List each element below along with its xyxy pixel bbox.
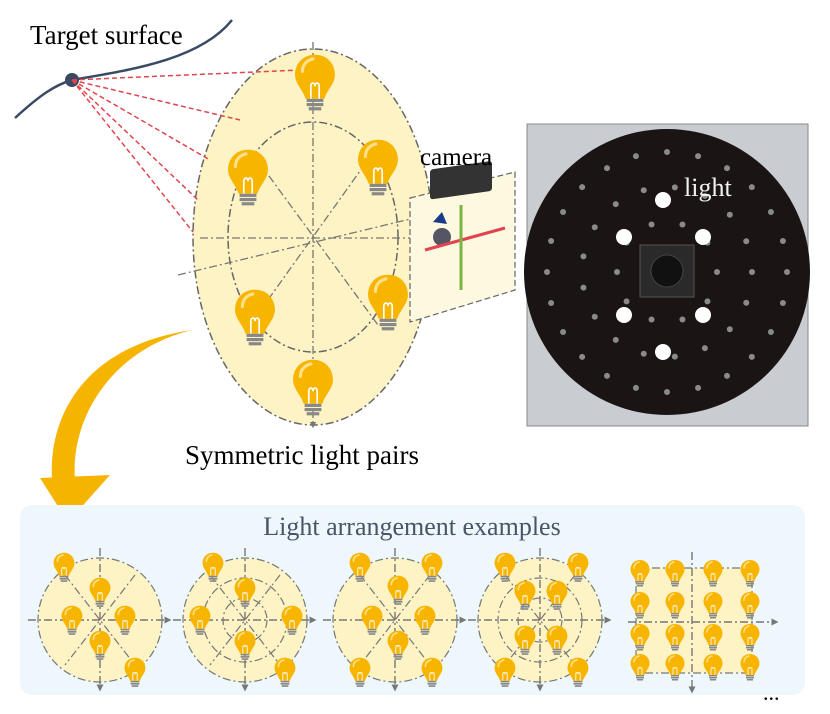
ray-line (71, 79, 211, 161)
ray-line (71, 69, 301, 81)
led-dot (704, 298, 711, 305)
light-rays (71, 69, 301, 233)
led-dot (648, 221, 655, 228)
arrangement-example-3 (323, 548, 467, 692)
led-dot (614, 269, 620, 275)
led-dot (580, 253, 587, 260)
led-dot (743, 238, 750, 245)
led-dot (604, 165, 610, 172)
led-dot (548, 300, 555, 307)
led-dot (701, 192, 708, 199)
led-dot (726, 326, 733, 333)
transition-arrow (40, 330, 193, 522)
led-dot (726, 211, 733, 218)
led-dot (695, 153, 702, 160)
inner-ring (227, 121, 399, 353)
led-dot (664, 389, 670, 395)
led-dot (784, 269, 790, 275)
led-dot (591, 313, 598, 320)
arrangement-example-4 (468, 548, 612, 692)
target-surface-curve (14, 19, 233, 119)
more-ellipsis: ... (763, 680, 780, 705)
led-dot (579, 184, 586, 191)
led-dot (695, 384, 702, 391)
led-dot (623, 298, 630, 305)
camera-label: camera (420, 144, 492, 171)
symmetric-pairs-label: Symmetric light pairs (185, 440, 419, 470)
led-dot (767, 329, 774, 335)
arrangement-example-2 (173, 548, 317, 692)
led-dot (580, 284, 587, 291)
led-dot (679, 221, 686, 228)
led-dot (743, 299, 750, 306)
led-dot (671, 184, 678, 191)
arrangement-example-1 (28, 548, 172, 692)
led-dot (767, 209, 774, 215)
led-dot (701, 345, 708, 352)
ray-line (71, 79, 199, 201)
led-dot (679, 316, 686, 323)
led-dot (632, 384, 639, 391)
light-rig-photo (524, 123, 810, 427)
led-dot (612, 201, 619, 208)
arrangement-example-5 (628, 552, 779, 694)
led-dot (640, 350, 647, 357)
led-dot (664, 149, 670, 155)
led-dot (632, 153, 639, 160)
light-label: light (684, 173, 732, 202)
led-dot (724, 165, 730, 172)
led-dot (748, 184, 755, 191)
led-dot (640, 187, 647, 194)
led-dot (714, 269, 720, 275)
target-surface-label: Target surface (30, 20, 183, 50)
ray-line (71, 79, 241, 121)
examples-title: Light arrangement examples (263, 512, 560, 541)
led-dot (579, 353, 586, 360)
camera-icon (424, 161, 506, 290)
led-dot (544, 269, 550, 275)
led-dot (779, 300, 786, 307)
led-dot (648, 316, 655, 323)
led-dot (724, 372, 730, 379)
led-dot (560, 209, 567, 215)
ray-line (71, 79, 194, 233)
led-dot (612, 336, 619, 343)
led-dot (779, 237, 786, 244)
led-dot (604, 372, 610, 379)
led-dot (548, 237, 555, 244)
led-dot (560, 329, 567, 335)
led-dot (749, 269, 755, 275)
led-dot (591, 224, 598, 231)
led-dot (748, 353, 755, 360)
led-dot (671, 353, 678, 360)
